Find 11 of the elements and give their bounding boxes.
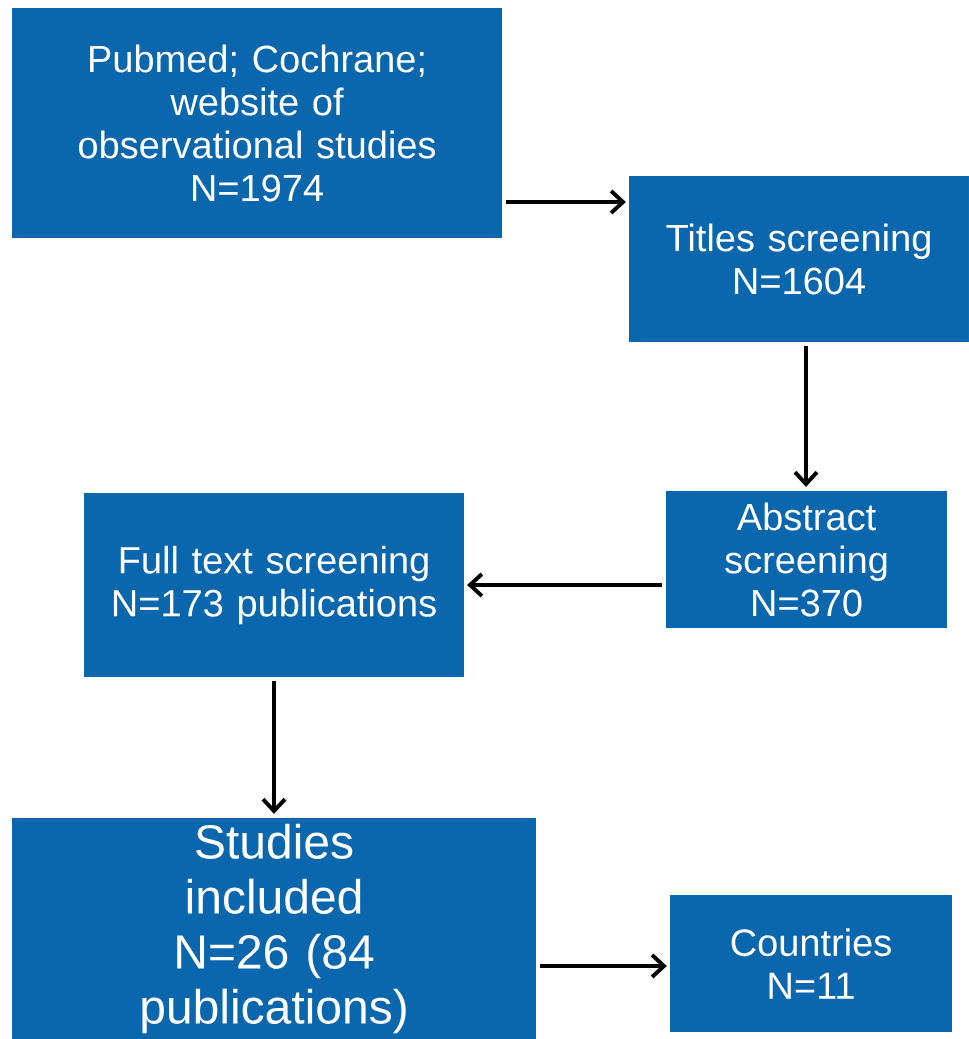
arrow (261, 681, 287, 814)
process-box: Full text screening N=173 publications (84, 493, 464, 677)
arrow (467, 572, 662, 598)
arrow (506, 189, 626, 215)
process-box: Pubmed; Cochrane; website of observational studies N=1974 (12, 8, 502, 238)
process-box: Countries N=11 (670, 895, 952, 1032)
process-box: Titles screening N=1604 (629, 176, 969, 342)
process-box: Abstract screening N=370 (666, 491, 947, 628)
process-box: Studies included N=26 (84 publications) (12, 818, 536, 1039)
arrow (793, 346, 819, 487)
arrow (540, 953, 667, 979)
